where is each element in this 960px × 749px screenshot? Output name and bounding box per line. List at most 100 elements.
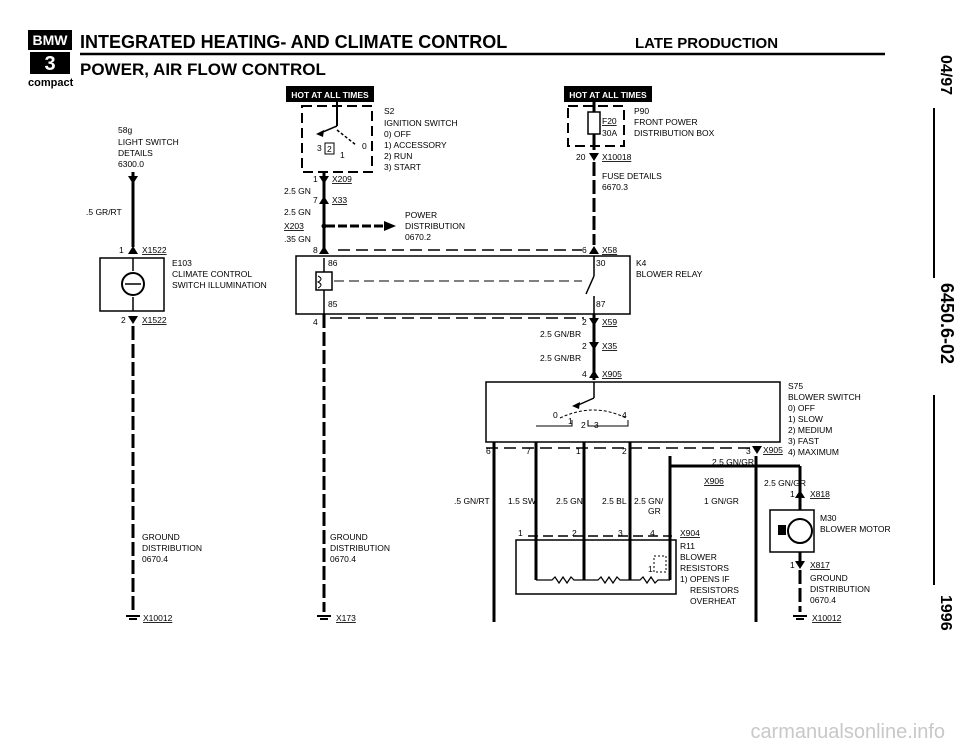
- power-box-desc: DISTRIBUTION BOX: [634, 128, 715, 138]
- connector-label: X10012: [143, 613, 173, 623]
- connector-label: X59: [602, 317, 617, 327]
- connector-mark: [795, 490, 805, 498]
- pin-label: 3: [746, 446, 751, 456]
- ignition-switch-ref: S2: [384, 106, 395, 116]
- light-switch-ref: 58g: [118, 125, 132, 135]
- arrow-left: [316, 130, 324, 137]
- fuse-rating: 30A: [602, 128, 617, 138]
- blower-switch-ref: S75: [788, 381, 803, 391]
- sw-pos: 3: [594, 420, 599, 430]
- ground-left-1: GROUND: [142, 532, 180, 542]
- ign-contact: 1: [340, 150, 345, 160]
- fuse-details: FUSE DETAILS: [602, 171, 662, 181]
- resistor-name-2: RESISTORS: [680, 563, 729, 573]
- blower-switch-pos: 0) OFF: [788, 403, 815, 413]
- pin-label: 2: [622, 446, 627, 456]
- e103-name: CLIMATE CONTROL: [172, 269, 252, 279]
- connector-label: X904: [680, 528, 700, 538]
- connector-mark: [795, 561, 805, 569]
- power-dist-1: POWER: [405, 210, 437, 220]
- ground-mid-2: DISTRIBUTION: [330, 543, 390, 553]
- motor-icon: [787, 518, 813, 544]
- ground-left-2: DISTRIBUTION: [142, 543, 202, 553]
- watermark: carmanualsonline.info: [750, 721, 945, 743]
- lamp-icon: [121, 272, 145, 296]
- ign-contact-box: [324, 142, 335, 155]
- fuse-branch: F20 30A P90 FRONT POWER DISTRIBUTION BOX…: [567, 102, 715, 255]
- wire-label: 2.5 GN: [284, 207, 311, 217]
- pin-label: 2: [582, 341, 587, 351]
- pin-label: 4: [582, 369, 587, 379]
- relay-ref: K4: [636, 258, 647, 268]
- sw-pos: 0: [553, 410, 558, 420]
- ground-right-1: GROUND: [810, 573, 848, 583]
- ign-contact: 2: [327, 144, 332, 154]
- blower-relay: 86 85 30 87 K4 BLOWER RELAY: [295, 255, 703, 315]
- production-label: LATE PRODUCTION: [635, 35, 778, 52]
- arrow-left: [572, 402, 580, 409]
- motor-name: BLOWER MOTOR: [820, 524, 891, 534]
- blower-switch-pos: 4) MAXIMUM: [788, 447, 839, 457]
- connector-label: X58: [602, 245, 617, 255]
- blower-switch-pos: 1) SLOW: [788, 414, 823, 424]
- side-margin: 04/97 6450.6-02 1996: [933, 55, 957, 631]
- hot-badge-right-text: HOT AT ALL TIMES: [569, 90, 647, 100]
- bmw-logo: BMW: [33, 32, 69, 48]
- ignition-pos: 2) RUN: [384, 151, 412, 161]
- page-subtitle: POWER, AIR FLOW CONTROL: [80, 60, 326, 79]
- hot-badge-right: [564, 86, 652, 102]
- connector-label: X10012: [812, 613, 842, 623]
- hot-badge-left-text: HOT AT ALL TIMES: [291, 90, 369, 100]
- wire-label: .35 GN: [284, 234, 311, 244]
- connector-label: X817: [810, 560, 830, 570]
- pin-label: 8: [313, 245, 318, 255]
- wire-label: 1.5 SW: [508, 496, 536, 506]
- ground-mid-3: 0670.4: [330, 554, 356, 564]
- header: BMW 3 compact INTEGRATED HEATING- AND CL…: [28, 30, 885, 89]
- ignition-pos: 0) OFF: [384, 129, 411, 139]
- hot-badge-left: [286, 86, 374, 102]
- connector-label: X173: [336, 613, 356, 623]
- wire-label: 1 GN/GR: [704, 496, 739, 506]
- pin-label: 1: [648, 564, 653, 574]
- relay-name: BLOWER RELAY: [636, 269, 703, 279]
- motor-box: [769, 509, 815, 553]
- ground-mid-1: GROUND: [330, 532, 368, 542]
- fuse-details-page: 6670.3: [602, 182, 628, 192]
- resistor-note: RESISTORS: [690, 585, 739, 595]
- splice-dot: [321, 223, 327, 229]
- e103-desc: SWITCH ILLUMINATION: [172, 280, 267, 290]
- resistor-note: OVERHEAT: [690, 596, 736, 606]
- light-switch-name: LIGHT SWITCH: [118, 137, 179, 147]
- blower-switch: 0 1 2 3 4 S75 BLOWER SWITCH 0) OFF 1) SL…: [485, 381, 861, 457]
- wire-bridge: [668, 456, 756, 468]
- connector-mark: [319, 246, 329, 254]
- motor-brush: [778, 525, 786, 535]
- connector-mark: [589, 153, 599, 161]
- switch-output-wires: .5 GN/RT 1.5 SW 2.5 GN 2.5 BL 2.5 GN/ GR…: [454, 442, 758, 622]
- ground-left-3: 0670.4: [142, 554, 168, 564]
- resistor-note: 1) OPENS IF: [680, 574, 730, 584]
- pin-label: 2: [572, 528, 577, 538]
- relay-box: [295, 255, 631, 315]
- connector-mark: [319, 196, 329, 204]
- wire-label: 2.5 GN/GR: [764, 478, 806, 488]
- connector-label: X10018: [602, 152, 632, 162]
- blower-switch-box: [485, 381, 781, 443]
- connector-mark: [128, 316, 138, 324]
- motor-ref: M30: [820, 513, 837, 523]
- wire-label: .5 GN/RT: [454, 496, 490, 506]
- blower-switch-pos: 2) MEDIUM: [788, 425, 832, 435]
- connector-label: X906: [704, 476, 724, 486]
- connector-label: X1522: [142, 315, 167, 325]
- relay-contact-blade: [585, 275, 595, 295]
- power-dist-3: 0670.2: [405, 232, 431, 242]
- ign-contact: 0: [362, 141, 367, 151]
- connector-label: X1522: [142, 245, 167, 255]
- wire-label: .5 GR/RT: [86, 207, 122, 217]
- arrow-down: [128, 176, 138, 184]
- blower-switch-pos: 3) FAST: [788, 436, 819, 446]
- page-title: INTEGRATED HEATING- AND CLIMATE CONTROL: [80, 32, 507, 52]
- connector-label: X905: [763, 445, 783, 455]
- coil-winding: [316, 275, 322, 289]
